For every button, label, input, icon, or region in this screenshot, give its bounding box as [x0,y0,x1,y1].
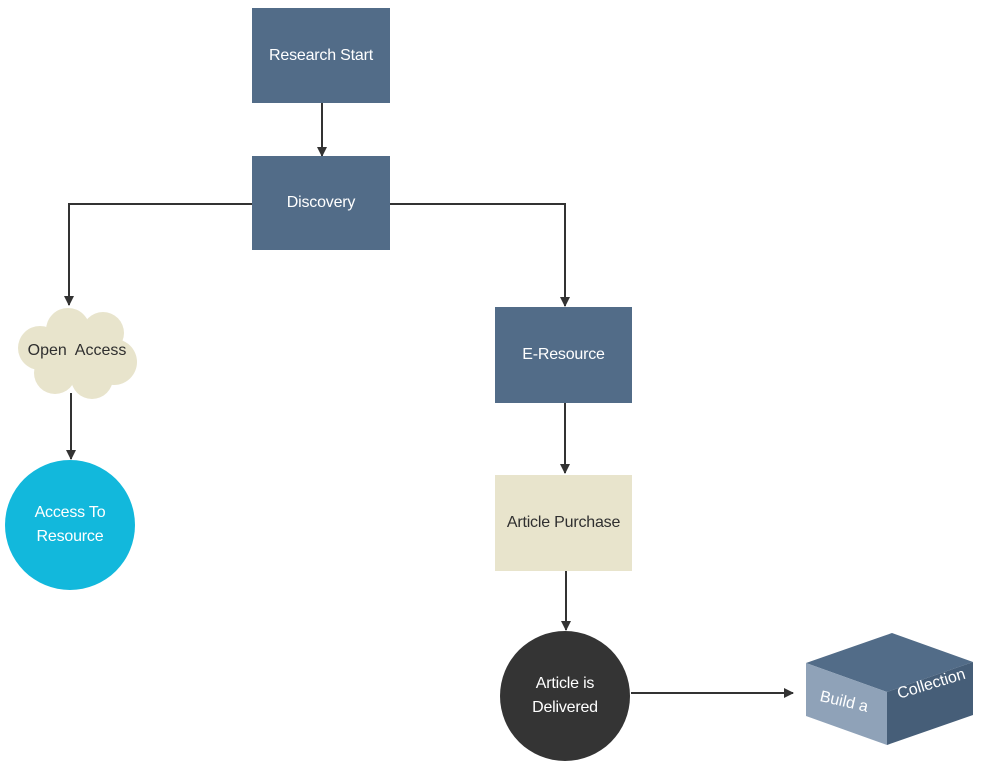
node-research-start-label: Research Start [269,46,373,64]
node-article-delivered: Article is Delivered [500,631,630,761]
arrow-discovery-to-e-resource [390,203,570,307]
node-access-to-resource-line1: Access To [34,504,106,521]
open-access-cloud [18,308,137,399]
node-article-delivered-line1: Article is [535,675,595,692]
node-discovery: Discovery [252,156,390,250]
cube-left-face [806,663,887,745]
node-open-access-label: Open Access [27,342,127,359]
node-article-delivered-line2: Delivered [532,699,598,716]
node-access-to-resource: Access To Resource [5,460,135,590]
cube-top-face [806,633,973,692]
node-e-resource-label: E-Resource [522,346,605,363]
build-collection-cube [806,633,973,745]
node-research-start: Research Start [252,8,390,103]
node-article-purchase: Article Purchase [495,475,632,571]
node-article-purchase-label: Article Purchase [506,514,621,531]
arrow-discovery-to-open-access [64,203,252,306]
cube-right-face [887,662,973,745]
node-discovery-label: Discovery [286,194,356,211]
node-access-to-resource-line2: Resource [36,528,104,545]
node-e-resource: E-Resource [495,307,632,403]
